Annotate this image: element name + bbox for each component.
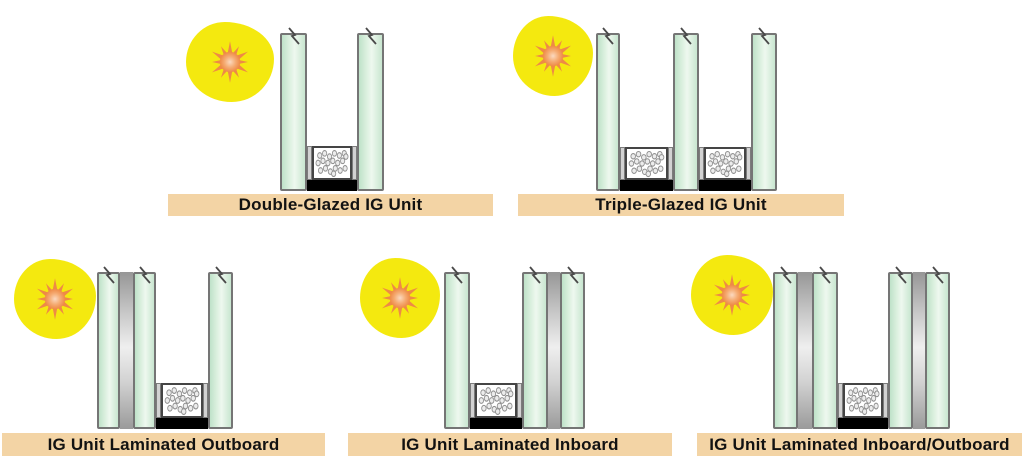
glass-pane bbox=[773, 272, 798, 429]
glass-pane bbox=[444, 272, 470, 429]
spacer-bar bbox=[307, 146, 357, 180]
unit-caption: IG Unit Laminated Inboard bbox=[348, 433, 672, 456]
spacer-tab bbox=[699, 147, 704, 180]
glass-pane bbox=[888, 272, 913, 429]
glass-pane bbox=[925, 272, 950, 429]
laminate-interlayer bbox=[913, 272, 925, 429]
spacer-box bbox=[475, 383, 517, 418]
spacer-bar bbox=[838, 383, 888, 418]
glass-pane bbox=[596, 33, 620, 191]
glass-pane bbox=[560, 272, 585, 429]
sealant-block bbox=[156, 418, 208, 429]
spacer-tab bbox=[668, 147, 673, 180]
spacer-tab bbox=[620, 147, 625, 180]
glazing-pin-icon bbox=[894, 266, 908, 285]
spacer-tab bbox=[517, 383, 522, 418]
unit-caption: Double-Glazed IG Unit bbox=[168, 194, 493, 216]
spacer-box bbox=[625, 147, 668, 180]
glass-pane bbox=[97, 272, 120, 429]
glass-pane bbox=[673, 33, 699, 191]
unit-caption: IG Unit Laminated Outboard bbox=[2, 433, 325, 456]
sealant-block bbox=[699, 180, 751, 191]
spacer-box bbox=[161, 383, 203, 418]
glazing-pin-icon bbox=[779, 266, 793, 285]
desiccant-beads bbox=[845, 385, 881, 416]
glass-pane bbox=[133, 272, 156, 429]
spacer-bar bbox=[156, 383, 208, 418]
glass-pane bbox=[812, 272, 838, 429]
glazing-pin-icon bbox=[931, 266, 945, 285]
sun-icon bbox=[14, 259, 96, 339]
spacer-box bbox=[843, 383, 883, 418]
spacer-bar bbox=[620, 147, 673, 180]
unit-caption: Triple-Glazed IG Unit bbox=[518, 194, 844, 216]
sun-icon bbox=[360, 258, 440, 338]
sun-icon bbox=[513, 16, 593, 96]
spacer-tab bbox=[203, 383, 208, 418]
spacer-bar bbox=[470, 383, 522, 418]
sealant-block bbox=[620, 180, 673, 191]
spacer-bar bbox=[699, 147, 751, 180]
sealant-block bbox=[307, 180, 357, 191]
laminate-interlayer bbox=[798, 272, 812, 429]
spacer-box bbox=[704, 147, 746, 180]
spacer-box bbox=[312, 146, 352, 180]
spacer-tab bbox=[156, 383, 161, 418]
laminate-interlayer bbox=[548, 272, 560, 429]
sealant-block bbox=[470, 418, 522, 429]
laminate-interlayer bbox=[120, 272, 133, 429]
spacer-tab bbox=[307, 146, 312, 180]
glass-pane bbox=[280, 33, 307, 191]
glazing-pin-icon bbox=[818, 266, 832, 285]
glass-pane bbox=[357, 33, 384, 191]
glass-pane bbox=[751, 33, 777, 191]
glass-pane bbox=[208, 272, 233, 429]
spacer-tab bbox=[470, 383, 475, 418]
spacer-tab bbox=[838, 383, 843, 418]
sun-icon bbox=[186, 22, 274, 102]
unit-caption: IG Unit Laminated Inboard/Outboard bbox=[697, 433, 1022, 456]
glass-pane bbox=[522, 272, 548, 429]
sun-icon bbox=[691, 255, 773, 335]
spacer-tab bbox=[746, 147, 751, 180]
sealant-block bbox=[838, 418, 888, 429]
spacer-tab bbox=[883, 383, 888, 418]
spacer-tab bbox=[352, 146, 357, 180]
sunburst-icon bbox=[708, 271, 756, 319]
